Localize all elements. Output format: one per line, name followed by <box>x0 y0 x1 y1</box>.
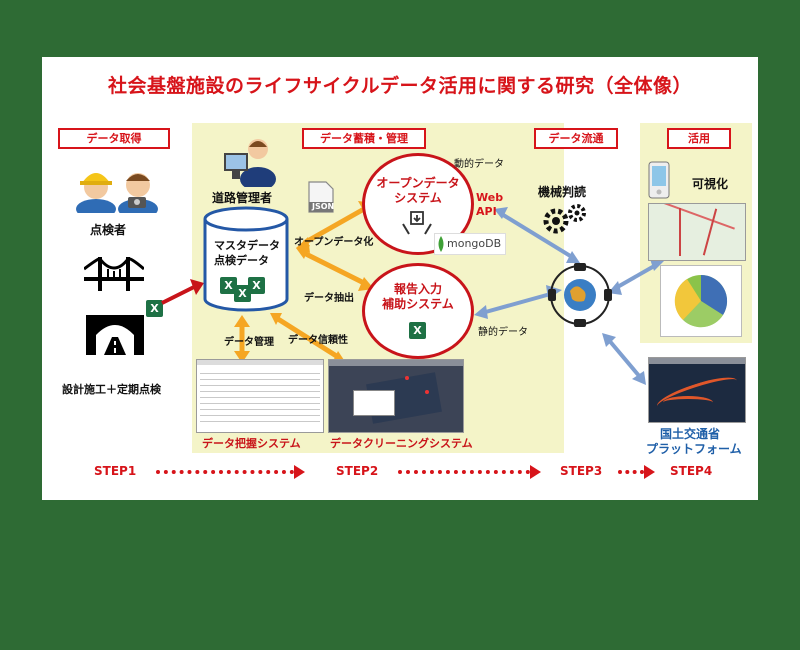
open-data-arrow-label: オープンデータ化 <box>294 237 374 248</box>
platform-label-1: 国土交通省 <box>660 427 721 441</box>
step-arrowhead-3 <box>644 465 655 479</box>
globe-network-icon <box>548 263 612 327</box>
step-2: STEP2 <box>336 464 379 478</box>
map-screenshot <box>648 203 746 261</box>
excel-icon: X <box>248 277 265 294</box>
excel-icon: X <box>220 277 237 294</box>
json-label: JSON <box>312 202 335 211</box>
orange-arrows <box>234 201 664 385</box>
open-data-system-label-2: システム <box>394 191 442 205</box>
worker-helmet-icon <box>74 161 118 213</box>
section-label-acquire: データ取得 <box>58 128 170 149</box>
gears-icon <box>542 203 588 235</box>
excel-icon: X <box>409 322 426 339</box>
platform-screenshot <box>648 357 746 423</box>
static-data-label: 静的データ <box>478 327 528 338</box>
data-grasp-screenshot <box>196 359 324 433</box>
inspector-label: 点検者 <box>90 223 127 237</box>
mongodb-badge: mongoDB <box>434 233 506 255</box>
bridge-icon <box>84 257 144 291</box>
section-label-flow: データ流通 <box>534 128 618 149</box>
extract-arrow-label: データ抽出 <box>304 293 354 304</box>
data-cleaning-screenshot <box>328 359 464 433</box>
excel-icon: X <box>234 285 251 302</box>
db-label-master: マスタデータ <box>214 239 280 252</box>
input-arrow <box>160 277 204 307</box>
slide: 社会基盤施設のライフサイクルデータ活用に関する研究（全体像） データ取得 データ… <box>42 57 758 500</box>
open-data-system-label-1: オープンデータ <box>376 176 460 190</box>
section-label-store: データ蓄積・管理 <box>302 128 426 149</box>
step-4: STEP4 <box>670 464 713 478</box>
excel-icon: X <box>146 300 163 317</box>
step-arrow-3 <box>618 470 644 474</box>
db-label-inspection: 点検データ <box>214 254 269 267</box>
section-label-use: 活用 <box>667 128 731 149</box>
step-arrowhead-1 <box>294 465 305 479</box>
step-3: STEP3 <box>560 464 603 478</box>
step-arrow-2 <box>398 470 530 474</box>
grasp-system-label: データ把握システム <box>202 437 301 450</box>
manager-label: 道路管理者 <box>212 191 273 205</box>
json-file-icon <box>308 181 334 213</box>
mongodb-label: mongoDB <box>447 237 502 250</box>
phone-icon <box>648 161 670 199</box>
page-title: 社会基盤施設のライフサイクルデータ活用に関する研究（全体像） <box>107 75 693 97</box>
report-system-label-1: 報告入力 <box>393 282 442 296</box>
dynamic-data-label: 動的データ <box>454 159 504 170</box>
mongodb-leaf-icon <box>437 236 445 252</box>
cleaning-system-label: データクリーニングシステム <box>330 437 473 450</box>
hands-download-icon <box>401 210 433 236</box>
step-arrow-1 <box>156 470 294 474</box>
visualize-label: 可視化 <box>692 177 729 191</box>
pie-chart-screenshot <box>660 265 742 337</box>
report-input-system: 報告入力 補助システム X <box>362 263 474 359</box>
platform-label-2: プラットフォーム <box>646 442 742 456</box>
design-inspection-label: 設計施工＋定期点検 <box>62 383 161 396</box>
tunnel-icon <box>86 315 144 355</box>
machine-readable-label: 機械判読 <box>538 185 587 199</box>
manager-computer-icon <box>222 135 282 187</box>
step-1: STEP1 <box>94 464 137 478</box>
worker-camera-icon <box>116 161 160 213</box>
step-arrowhead-2 <box>530 465 541 479</box>
data-mgmt-label: データ管理 <box>224 337 274 348</box>
reliability-label: データ信頼性 <box>288 335 348 346</box>
web-api-label-1: Web <box>476 191 504 204</box>
report-system-label-2: 補助システム <box>382 297 454 311</box>
web-api-label-2: API <box>476 205 497 218</box>
